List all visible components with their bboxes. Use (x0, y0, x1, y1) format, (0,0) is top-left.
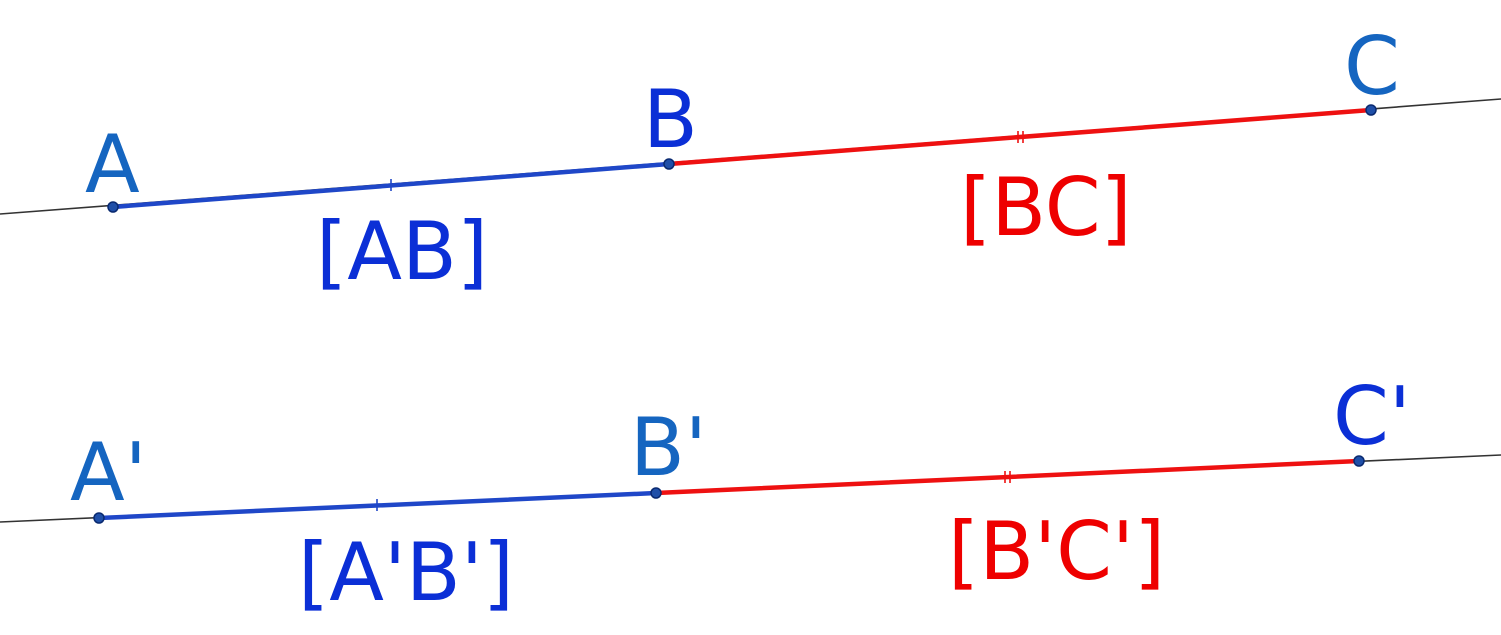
label-point-c: C (1344, 20, 1400, 113)
label-point-a: A (85, 118, 140, 211)
bottom-configuration: A' B' C' [A'B'] [B'C'] (0, 370, 1501, 619)
label-segment-a-prime-b-prime: [A'B'] (298, 526, 514, 619)
top-configuration: A B C [AB] [BC] (0, 20, 1501, 298)
label-segment-b-prime-c-prime: [B'C'] (948, 505, 1165, 598)
point-a-prime[interactable] (93, 512, 105, 524)
label-point-b-prime: B' (630, 401, 707, 494)
label-segment-bc: [BC] (960, 161, 1132, 254)
point-c-prime[interactable] (1353, 455, 1365, 467)
point-b-prime[interactable] (650, 487, 662, 499)
label-point-c-prime: C' (1333, 370, 1411, 463)
point-c[interactable] (1365, 104, 1377, 116)
label-segment-ab: [AB] (316, 205, 488, 298)
label-point-a-prime: A' (70, 426, 147, 519)
point-a[interactable] (107, 201, 119, 213)
segment-bc (666, 107, 1374, 167)
point-b[interactable] (663, 158, 675, 170)
segment-b-prime-c-prime (653, 458, 1362, 496)
label-point-b: B (643, 73, 698, 166)
